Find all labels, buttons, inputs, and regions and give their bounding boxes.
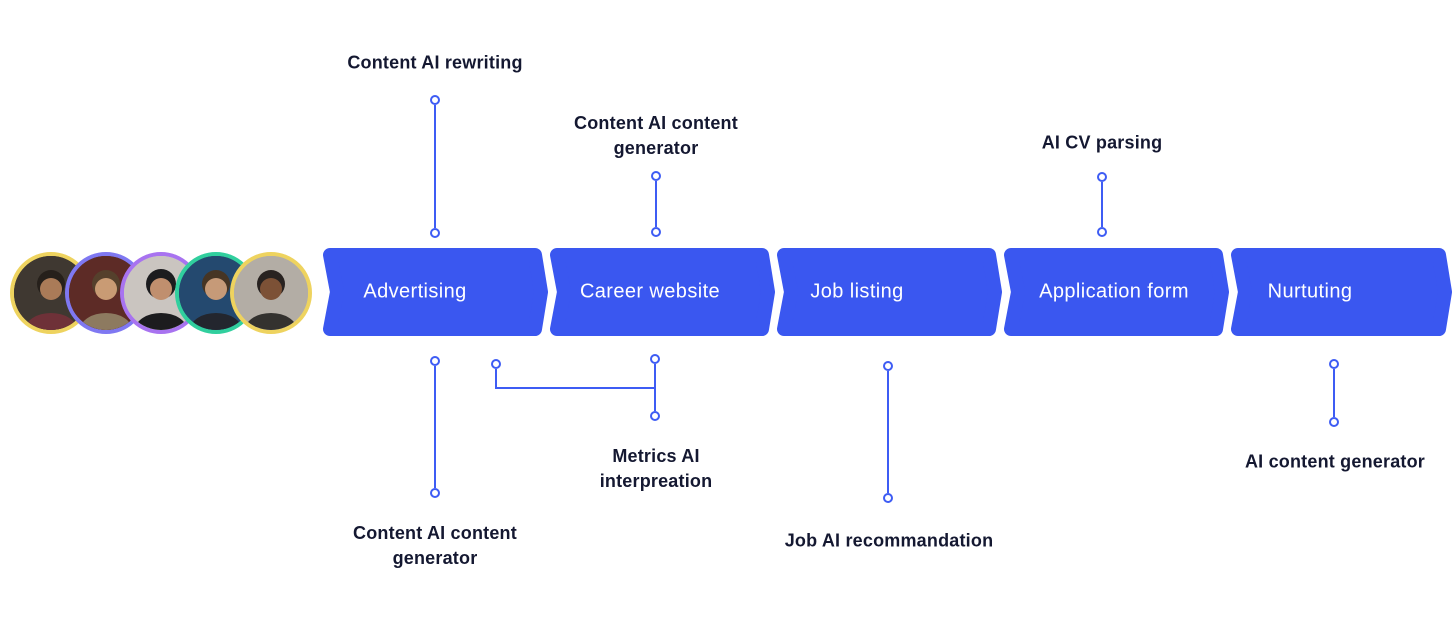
annotation-ai-content-generator: AI content generator <box>1244 451 1426 472</box>
connector-line-job-listing-bottom <box>887 371 889 493</box>
funnel-stage-career-website: Career website <box>549 248 777 336</box>
chevron-arrow-shape <box>777 248 1002 336</box>
connector-endpoint-dot <box>1097 227 1107 237</box>
connector-line-advertising-top <box>434 105 436 228</box>
connector-endpoint-dot <box>430 228 440 238</box>
annotation-job-ai-recommandation: Job AI recommandation <box>784 530 994 551</box>
connector-branch-stub <box>495 369 497 389</box>
connector-line-nurtuting-bottom <box>1333 369 1335 417</box>
chevron-arrow-shape <box>550 248 775 336</box>
annotation-metrics-ai-interpreation: Metrics AI interpreation <box>599 446 713 491</box>
avatar-candidate-5 <box>230 252 312 334</box>
funnel-stage-nurtuting: Nurtuting <box>1230 248 1454 336</box>
connector-endpoint-dot <box>650 411 660 421</box>
connector-endpoint-dot <box>651 171 661 181</box>
connector-endpoint-dot <box>883 493 893 503</box>
stage-label-advertising: Advertising <box>363 280 467 303</box>
connector-line-career-top <box>655 181 657 227</box>
connector-endpoint-dot <box>491 359 501 369</box>
connector-endpoint-dot <box>650 354 660 364</box>
connector-endpoint-dot <box>430 95 440 105</box>
funnel-stage-application-form: Application form <box>1003 248 1231 336</box>
annotation-ai-cv-parsing: AI CV parsing <box>1041 132 1163 153</box>
connector-line-career-bottom <box>654 364 656 411</box>
stage-label-career-website: Career website <box>579 280 721 303</box>
chevron-arrow-shape <box>1231 248 1452 336</box>
avatar-candidate-2 <box>65 252 147 334</box>
connector-endpoint-dot <box>1097 172 1107 182</box>
connector-endpoint-dot <box>430 488 440 498</box>
connector-endpoint-dot <box>883 361 893 371</box>
connector-endpoint-dot <box>1329 417 1339 427</box>
annotation-content-ai-rewriting: Content AI rewriting <box>347 52 523 73</box>
connector-endpoint-dot <box>1329 359 1339 369</box>
connector-branch-horizontal <box>496 387 655 389</box>
annotation-content-ai-content-generator-bottom: Content AI content generator <box>353 523 517 568</box>
person-portrait-icon <box>234 256 308 330</box>
funnel-stage-job-listing: Job listing <box>776 248 1004 336</box>
connector-line-advertising-bottom <box>434 366 436 488</box>
funnel-stage-advertising: Advertising <box>322 248 550 336</box>
stage-label-application-form: Application form <box>1039 280 1189 303</box>
chevron-arrow-shape <box>323 248 548 336</box>
connector-endpoint-dot <box>430 356 440 366</box>
annotation-content-ai-content-generator-top: Content AI content generator <box>574 113 738 158</box>
stage-label-job-listing: Job listing <box>810 280 904 303</box>
stage-label-nurtuting: Nurtuting <box>1267 280 1353 303</box>
connector-endpoint-dot <box>651 227 661 237</box>
chevron-arrow-shape <box>1004 248 1229 336</box>
connector-line-application-top <box>1101 182 1103 227</box>
